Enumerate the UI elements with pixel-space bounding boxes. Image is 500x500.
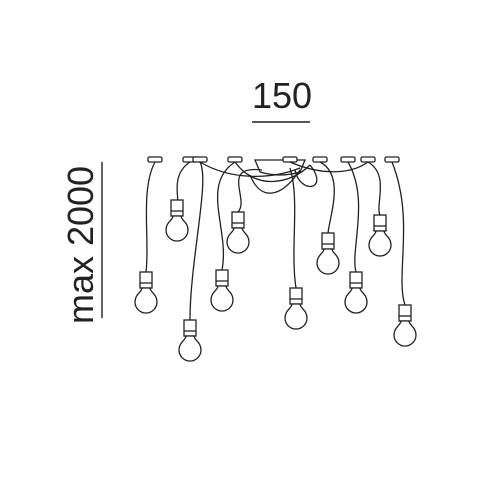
pendant (134, 161, 158, 314)
ceiling-hook (192, 156, 208, 163)
lamp-socket (349, 271, 363, 289)
ceiling-canopy (147, 156, 400, 176)
light-bulb (210, 285, 234, 312)
lamp-socket (170, 199, 184, 217)
pendant (178, 161, 204, 362)
lamp-socket (398, 304, 412, 322)
lamp-socket (139, 271, 153, 289)
ceiling-hook (312, 156, 328, 163)
lamp-socket (321, 232, 335, 250)
light-bulb (368, 230, 392, 257)
pendant (226, 168, 263, 254)
light-bulb (316, 248, 340, 275)
light-bulb (226, 227, 250, 254)
light-bulb (393, 320, 417, 347)
light-bulb (165, 215, 189, 242)
ceiling-hook (282, 156, 298, 163)
pendant (344, 161, 368, 314)
cable-loop (294, 164, 318, 187)
pendants (134, 161, 417, 362)
width-label: 150 (252, 75, 312, 116)
pendant (316, 161, 340, 275)
pendant (210, 161, 236, 312)
ceiling-hook (147, 156, 163, 163)
pendant-cable (319, 161, 335, 234)
ceiling-hook (227, 156, 243, 163)
width-dimension: 150 (252, 75, 312, 123)
pendant (284, 167, 308, 330)
pendant-cable (347, 161, 360, 273)
pendant-cable (176, 161, 191, 201)
lamp-socket (373, 214, 387, 232)
ceiling-hook (384, 156, 400, 163)
cable-loop (249, 169, 301, 194)
pendant-cable (189, 161, 204, 321)
pendant-cable (145, 161, 156, 273)
ceiling-hook (360, 156, 376, 163)
lamp-socket (183, 319, 197, 337)
light-bulb (134, 287, 158, 314)
light-bulb (178, 335, 202, 362)
pendant (367, 161, 392, 257)
cable-loop (289, 161, 369, 173)
pendant (391, 161, 417, 347)
pendant-cable (391, 161, 406, 306)
lamp-socket (231, 211, 245, 229)
pendant-cable (237, 168, 263, 213)
pendant-cable (367, 161, 382, 216)
ceiling-hook (340, 156, 356, 163)
height-label: max 2000 (60, 166, 101, 324)
light-bulb (344, 287, 368, 314)
pendant (165, 161, 191, 242)
pendant-cable (217, 161, 236, 271)
pendant-cable (289, 167, 297, 289)
cable-loop (234, 161, 311, 183)
lamp-socket (289, 287, 303, 305)
height-dimension: max 2000 (60, 162, 103, 324)
lamp-socket (215, 269, 229, 287)
light-bulb (284, 303, 308, 330)
